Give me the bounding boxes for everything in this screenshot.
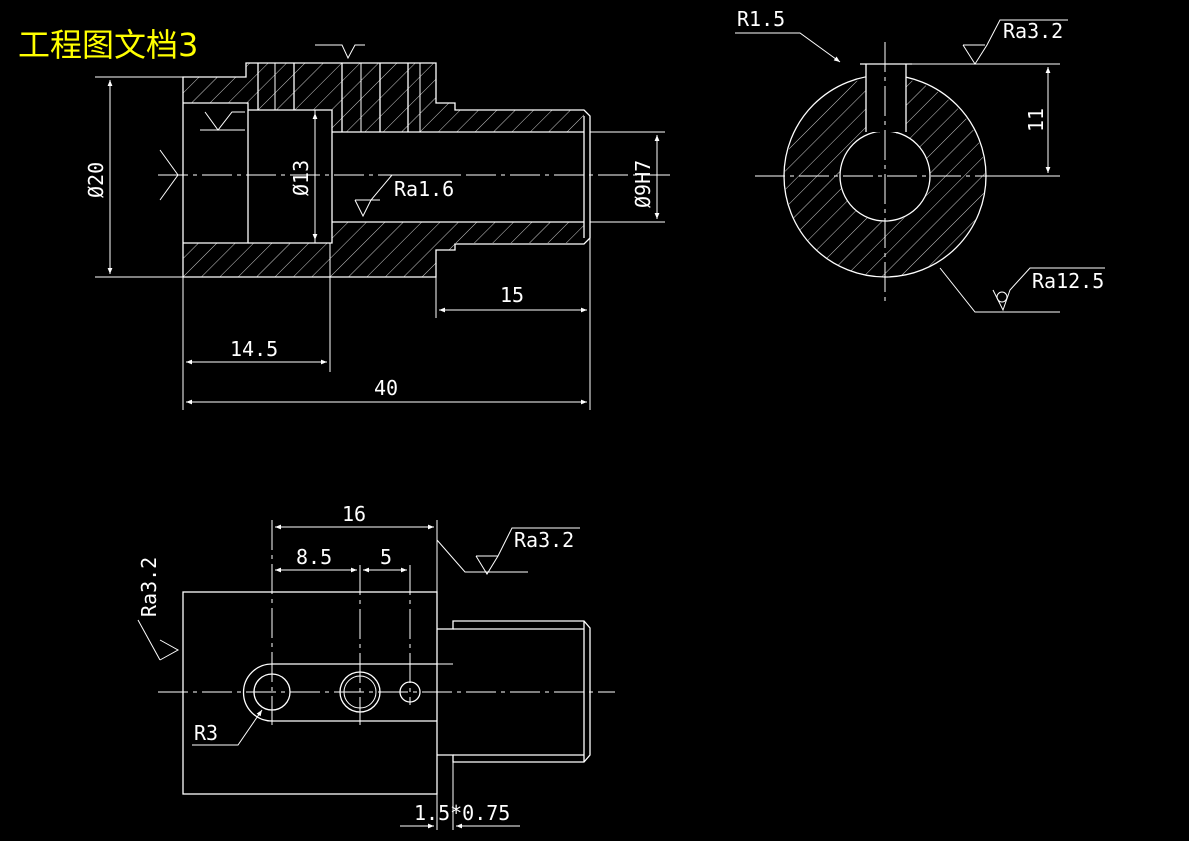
dim-height-11: 11: [1024, 108, 1048, 132]
drawing-title: 工程图文档3: [18, 26, 198, 64]
side-dimensions: R1.5 Ra3.2 11 Ra12.5: [735, 7, 1105, 313]
top-dimensions: 16 8.5 5 Ra3.2 Ra3.2 R3 1.5*0.75: [137, 502, 580, 830]
front-section-view: [158, 44, 670, 278]
ra-top-left: Ra3.2: [137, 557, 161, 617]
dim-dia-bore: Ø13: [289, 160, 313, 196]
side-view: [755, 42, 1018, 305]
ra-side-body: Ra12.5: [1032, 269, 1104, 293]
dim-dia-outer: Ø20: [84, 162, 108, 198]
dim-5: 5: [380, 545, 392, 569]
front-dimensions: Ø20 Ø13 Ø9H7 Ra1.6 15 14.5 40: [84, 76, 665, 410]
ra-side-top: Ra3.2: [1003, 19, 1063, 43]
dim-16: 16: [342, 502, 366, 526]
dim-r3: R3: [194, 721, 218, 745]
dim-thread: 1.5*0.75: [414, 801, 510, 825]
dim-len-small: 15: [500, 283, 524, 307]
dim-radius-side: R1.5: [737, 7, 785, 31]
dim-len-bore: 14.5: [230, 337, 278, 361]
ra-top-right: Ra3.2: [514, 528, 574, 552]
ra-bore: Ra1.6: [394, 177, 454, 201]
dim-dia-h7: Ø9H7: [631, 160, 655, 208]
dim-8-5: 8.5: [296, 545, 332, 569]
top-view: [158, 520, 615, 795]
dim-len-total: 40: [374, 376, 398, 400]
section-hatching: [183, 63, 584, 277]
